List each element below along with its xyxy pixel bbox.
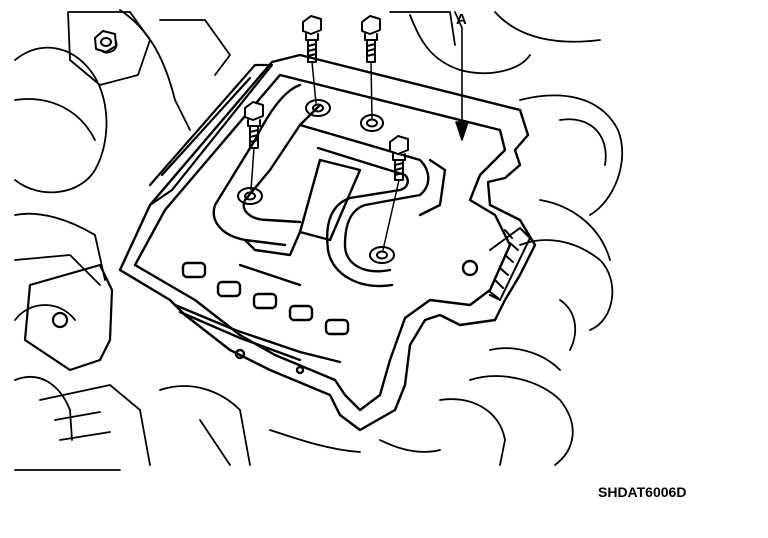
mounting-holes: [237, 99, 395, 264]
bolt-1: [302, 15, 322, 104]
bolt-4: [382, 135, 409, 251]
battery-tray: [118, 53, 537, 432]
bolt-2: [361, 15, 381, 119]
engine-bay-background: [14, 9, 624, 471]
callout-a-label: A: [456, 11, 467, 28]
left-side-rail: [23, 63, 274, 372]
bolt-5: [94, 30, 117, 53]
figure-code: SHDAT6006D: [598, 484, 687, 500]
arrow-a: [454, 11, 469, 141]
bolt-3: [244, 101, 264, 191]
hold-down-strap: [489, 227, 531, 301]
